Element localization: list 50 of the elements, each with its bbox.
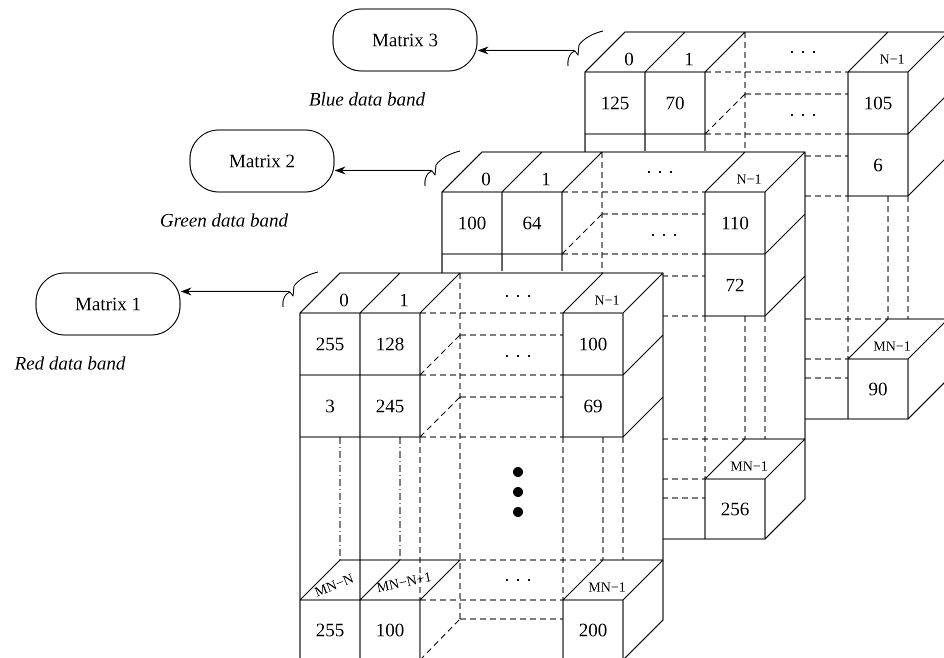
cell	[501, 253, 563, 271]
ellipsis-label: . . .	[652, 234, 676, 236]
cell	[584, 133, 646, 151]
cube: 255 0	[299, 272, 361, 376]
node-label: Green data band	[161, 213, 288, 227]
cube: 128 1	[359, 272, 461, 376]
cube: 256 MN−1	[704, 438, 806, 540]
node-label: 0	[624, 52, 634, 66]
cube: 110 N−1	[704, 151, 806, 255]
node-label: 1	[400, 294, 408, 306]
cube: 100 MN−N+1	[359, 559, 461, 658]
cube: 245	[359, 374, 421, 438]
ellipsis-label: . . .	[790, 114, 816, 116]
node-label: 1	[686, 52, 693, 66]
cube: 100 N−1	[562, 272, 664, 376]
ellipsis-label: . . .	[790, 50, 816, 54]
node-label: 105	[865, 96, 892, 110]
node-label: Red data band	[14, 356, 126, 370]
node-label: 1	[542, 172, 550, 186]
cube: 64 1	[501, 151, 603, 255]
node-label: 90	[869, 382, 887, 396]
ellipsis-label: . . .	[506, 294, 530, 298]
ellipsis-label: . . .	[648, 170, 672, 174]
node-label: 0	[482, 172, 490, 186]
cube: 105 N−1	[847, 31, 944, 135]
node-label: MN−N+1	[376, 572, 432, 592]
cube: 125 0	[584, 31, 646, 135]
terminal-box: Matrix 3	[332, 8, 478, 72]
node-label: 110	[722, 216, 748, 230]
node-label: 0	[340, 294, 348, 306]
cube: 3	[299, 374, 361, 438]
ellipsis-label: . . .	[506, 354, 530, 358]
node-label: 100	[580, 338, 607, 350]
node-label: MN−1	[874, 341, 910, 351]
node-label: Blue data band	[309, 92, 426, 106]
cell	[644, 133, 706, 151]
cube: 6	[847, 133, 944, 197]
node-label: 200	[580, 624, 607, 636]
cube: 90 MN−1	[847, 318, 944, 420]
cell	[441, 253, 503, 271]
cube: 100 0	[441, 151, 503, 255]
cube: 69	[562, 374, 664, 438]
ellipsis-label: . . .	[506, 578, 530, 582]
terminal-box: Matrix 2	[189, 129, 335, 193]
node-label: 256	[722, 502, 749, 516]
cube: 70 1	[644, 31, 746, 135]
node-label: 255	[316, 624, 344, 636]
cube: 72	[704, 253, 806, 317]
terminal-box: Matrix 1	[35, 272, 181, 336]
cube: 200 MN−1	[562, 559, 664, 658]
